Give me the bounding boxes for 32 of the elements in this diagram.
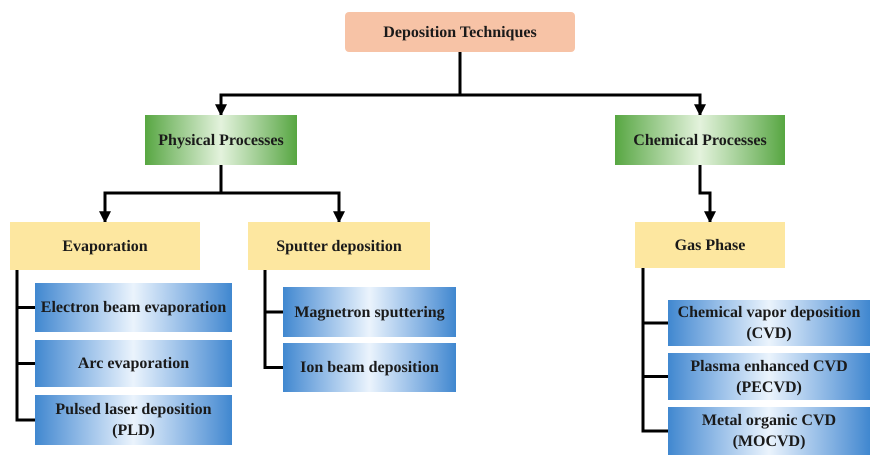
node-label: Pulsed laser deposition (PLD) [54,400,213,441]
node-label: Ion beam deposition [300,358,439,378]
technique-box [35,340,232,387]
technique-box [35,283,232,332]
bracket-line [642,268,668,432]
node-label: Arc evaporation [78,354,190,374]
category-box [145,115,297,165]
technique-box [668,300,870,346]
technique-box [668,353,870,400]
node-label: Plasma enhanced CVD (PECVD) [689,356,849,398]
node-label: Gas Phase [674,236,746,256]
arrow [220,165,345,224]
technique-box [35,395,232,445]
node-label: Electron beam evaporation [40,298,226,318]
technique-box [668,407,870,455]
node-label: Metal organic CVD (MOCVD) [700,411,838,452]
node-label: Physical Processes [158,130,284,150]
node-label: Evaporation [62,236,148,256]
subcategory-box [635,222,785,268]
root-box [345,12,575,52]
arrow [458,52,706,116]
technique-box [283,343,456,392]
category-box [615,115,785,165]
node-label: Deposition Techniques [383,22,537,42]
arrow [698,165,716,224]
subcategory-box [10,222,200,270]
technique-box [283,287,456,337]
node-label: Chemical Processes [633,130,767,150]
node-label: Chemical vapor deposition (CVD) [676,303,862,344]
subcategory-box [248,222,430,270]
node-label: Magnetron sputtering [294,302,445,322]
node-label: Sputter deposition [276,236,402,256]
